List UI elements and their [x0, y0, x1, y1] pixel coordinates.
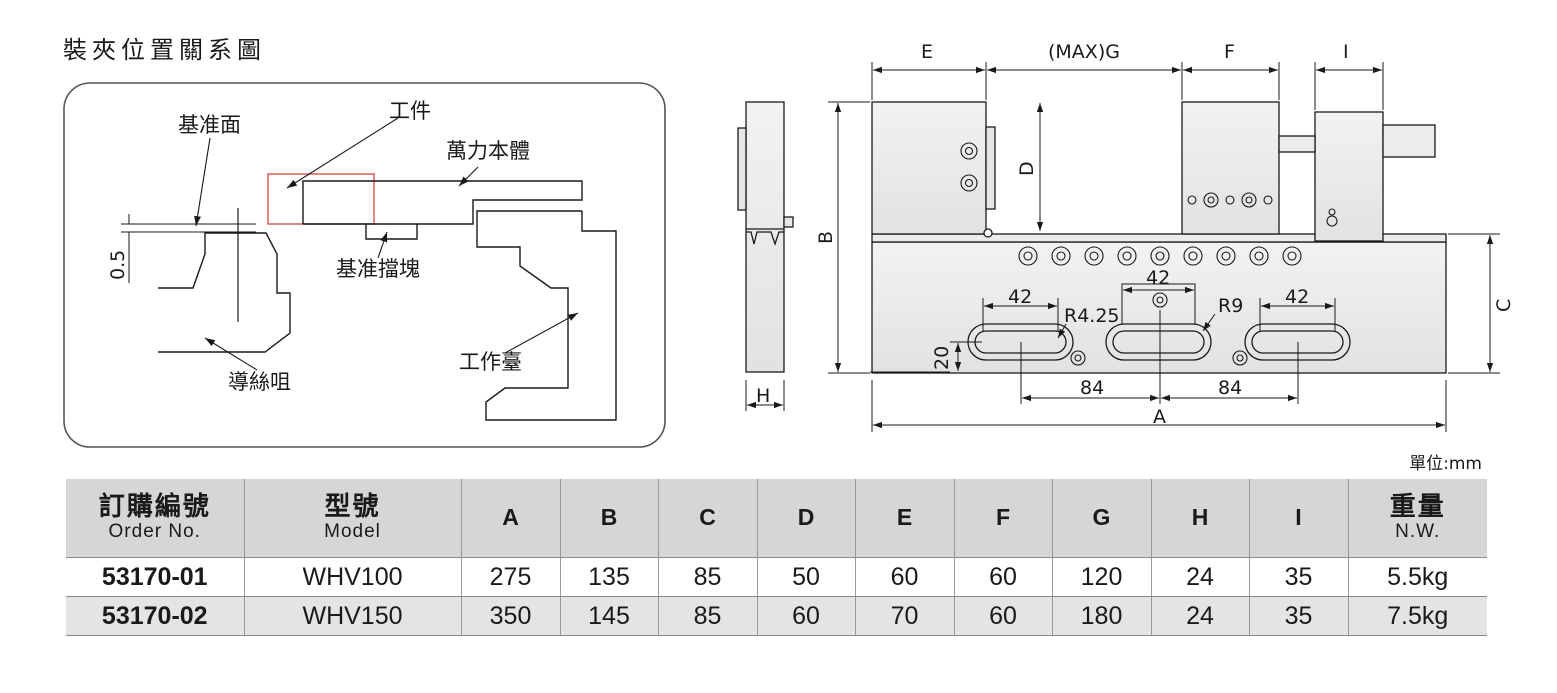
cell-b: 135 — [559, 557, 658, 597]
dim-label-pitch-right: 84 — [1218, 377, 1242, 399]
cell-weight: 7.5kg — [1347, 596, 1487, 636]
label-reference-surface: 基准面 — [178, 113, 241, 137]
setup-diagram-frame — [63, 82, 666, 448]
cell-i: 35 — [1248, 557, 1348, 597]
cell-c: 85 — [657, 596, 757, 636]
label-workpiece: 工件 — [389, 99, 431, 123]
header-e: E — [854, 479, 954, 558]
dim-label-g: (MAX)G — [1048, 41, 1120, 63]
unit-note: 單位:mm — [1409, 454, 1482, 474]
cell-order-no: 53170-01 — [66, 557, 244, 597]
label-reference-stop: 基准擋塊 — [336, 257, 420, 281]
dim-label-d: D — [1016, 161, 1038, 176]
dim-label-a: A — [1153, 406, 1166, 428]
cell-a: 350 — [460, 596, 560, 636]
cell-f: 60 — [953, 557, 1052, 597]
section-title: 裝夾位置關系圖 — [63, 36, 266, 64]
dim-label-b: B — [815, 231, 837, 244]
cell-e: 70 — [854, 596, 954, 636]
cell-g: 180 — [1051, 596, 1151, 636]
work-table-shape — [476, 210, 617, 421]
dim-label-e: E — [921, 41, 933, 63]
dim-label-radius-left: R4.25 — [1064, 305, 1120, 327]
header-a: A — [460, 479, 560, 558]
header-i: I — [1248, 479, 1348, 558]
cell-d: 60 — [756, 596, 855, 636]
table-row: 53170-02 WHV150 350 145 85 60 70 60 180 … — [66, 596, 1487, 636]
setup-labels: 基准面 工件 萬力本體 基准擋塊 導絲咀 工作臺 0.5 — [107, 99, 530, 394]
cell-d: 50 — [756, 557, 855, 597]
header-d: D — [756, 479, 855, 558]
table-row: 53170-01 WHV100 275 135 85 50 60 60 120 … — [66, 557, 1487, 597]
lead-screw-shape — [158, 232, 291, 353]
header-c: C — [657, 479, 757, 558]
cell-h: 24 — [1150, 557, 1249, 597]
dim-label-slot-left: 42 — [1008, 286, 1032, 308]
label-vise-body: 萬力本體 — [446, 139, 530, 163]
dim-label-height-20: 20 — [931, 346, 953, 370]
dim-label-h: H — [756, 385, 770, 407]
dim-label-i: I — [1343, 41, 1349, 63]
side-view — [737, 101, 794, 411]
dimension-labels: E (MAX)G F I D B C A 42 42 42 R4.25 R9 2… — [815, 41, 1515, 428]
cell-model: WHV150 — [243, 596, 461, 636]
reference-stop-shape — [365, 224, 418, 240]
cell-i: 35 — [1248, 596, 1348, 636]
dim-label-pitch-left: 84 — [1080, 377, 1104, 399]
dim-label-c: C — [1493, 299, 1515, 312]
cell-c: 85 — [657, 557, 757, 597]
cell-h: 24 — [1150, 596, 1249, 636]
setup-diagram — [63, 82, 666, 448]
dim-label-radius-right: R9 — [1218, 295, 1243, 317]
cell-e: 60 — [854, 557, 954, 597]
cell-model: WHV100 — [243, 557, 461, 597]
front-view — [871, 101, 1447, 374]
vise-body-shape — [302, 180, 583, 225]
label-work-table: 工作臺 — [459, 350, 522, 374]
label-offset: 0.5 — [107, 250, 129, 280]
dim-label-slot-center: 42 — [1146, 267, 1170, 289]
front-view-holes — [960, 142, 1338, 366]
header-f: F — [953, 479, 1052, 558]
cell-g: 120 — [1051, 557, 1151, 597]
cell-f: 60 — [953, 596, 1052, 636]
dim-label-slot-right: 42 — [1285, 286, 1309, 308]
cell-a: 275 — [460, 557, 560, 597]
cell-b: 145 — [559, 596, 658, 636]
header-h: H — [1150, 479, 1249, 558]
cell-order-no: 53170-02 — [66, 596, 244, 636]
dim-label-f: F — [1224, 41, 1235, 63]
header-g: G — [1051, 479, 1151, 558]
label-lead-screw: 導絲咀 — [228, 370, 291, 394]
technical-drawing: 基准面 工件 萬力本體 基准擋塊 導絲咀 工作臺 0.5 H — [63, 41, 1515, 448]
dimension-lines — [828, 62, 1500, 432]
cell-weight: 5.5kg — [1347, 557, 1487, 597]
header-b: B — [559, 479, 658, 558]
